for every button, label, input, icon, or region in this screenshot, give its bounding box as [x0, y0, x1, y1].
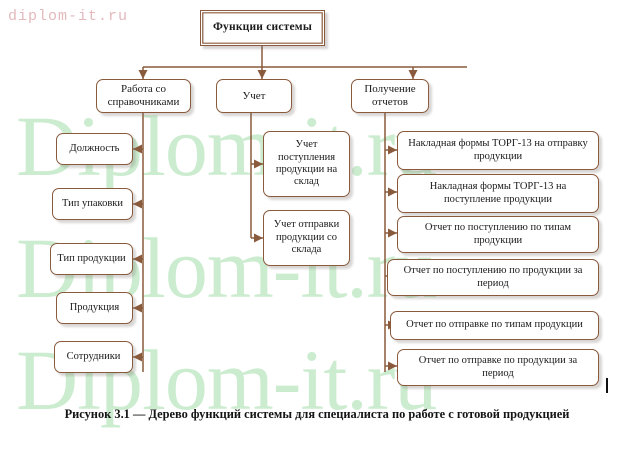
- node-leaf-otchet-postuplenie-tipy[interactable]: Отчет по поступлению по типам продукции: [397, 216, 599, 253]
- node-branch-spravochniki[interactable]: Работа со справочниками: [96, 79, 191, 113]
- node-label: Сотрудники: [66, 350, 121, 362]
- node-leaf-uchet-postupleniya[interactable]: Учет поступления продукции на склад: [263, 131, 350, 197]
- node-label: Должность: [69, 142, 120, 154]
- node-label: Отчет по отправке по продукции за период: [418, 355, 578, 379]
- node-leaf-dolzhnost[interactable]: Должность: [56, 133, 133, 165]
- node-leaf-nakladnaya-otpravka[interactable]: Накладная формы ТОРГ-13 на отправку прод…: [397, 131, 599, 170]
- node-label: Накладная формы ТОРГ-13 на отправку прод…: [408, 138, 588, 162]
- node-label: Функции системы: [212, 21, 313, 34]
- node-label: Тип упаковки: [61, 197, 124, 209]
- node-label: Отчет по поступлению по продукции за пер…: [403, 265, 583, 289]
- node-label: Отчет по поступлению по типам продукции: [424, 222, 572, 246]
- node-leaf-sotrudniki[interactable]: Сотрудники: [54, 341, 133, 373]
- node-root[interactable]: Функции системы: [200, 10, 325, 46]
- node-label: Тип продукции: [57, 252, 126, 264]
- node-branch-otchety[interactable]: Получение отчетов: [351, 79, 429, 113]
- node-label: Отчет по отправке по типам продукции: [406, 319, 583, 331]
- site-watermark-badge: diplom-it.ru: [8, 8, 129, 25]
- node-leaf-tip-produkcii[interactable]: Тип продукции: [50, 243, 133, 275]
- figure-caption: Рисунок 3.1 — Дерево функций системы для…: [64, 407, 570, 421]
- node-label: Получение отчетов: [364, 83, 416, 108]
- node-leaf-otchet-otpravka-period[interactable]: Отчет по отправке по продукции за период: [397, 349, 599, 386]
- node-leaf-tip-upakovki[interactable]: Тип упаковки: [52, 188, 133, 220]
- text-cursor: [606, 378, 608, 393]
- node-leaf-nakladnaya-postuplenie[interactable]: Накладная формы ТОРГ-13 на поступление п…: [397, 174, 599, 213]
- node-label: Учет: [242, 89, 266, 102]
- node-label: Учет отправки продукции со склада: [273, 219, 340, 256]
- node-label: Учет поступления продукции на склад: [275, 139, 338, 188]
- node-leaf-otchet-otpravka-tipy[interactable]: Отчет по отправке по типам продукции: [390, 311, 599, 340]
- node-label: Работа со справочниками: [107, 83, 180, 108]
- node-label: Накладная формы ТОРГ-13 на поступление п…: [429, 181, 567, 205]
- node-leaf-produkciya[interactable]: Продукция: [56, 292, 133, 324]
- node-branch-uchet[interactable]: Учет: [216, 79, 292, 113]
- node-leaf-otchet-postuplenie-period[interactable]: Отчет по поступлению по продукции за пер…: [387, 259, 599, 296]
- node-label: Продукция: [69, 301, 120, 313]
- node-leaf-uchet-otpravki[interactable]: Учет отправки продукции со склада: [263, 210, 350, 266]
